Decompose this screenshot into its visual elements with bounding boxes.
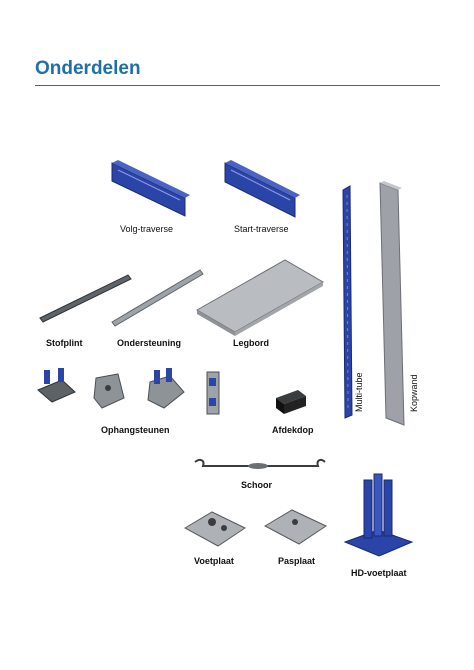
- label-legbord: Legbord: [233, 338, 269, 348]
- legbord-image: [195, 259, 325, 336]
- label-pasplaat: Pasplaat: [278, 556, 316, 566]
- schoor-image: [194, 458, 326, 469]
- ondersteuning-image: [111, 269, 204, 327]
- label-ophangsteunen: Ophangsteunen: [101, 425, 170, 435]
- kopwand-image: [379, 181, 405, 426]
- label-kopwand: Kopwand: [409, 374, 419, 412]
- hd-voetplaat-image: [343, 473, 414, 557]
- stofplint-image: [39, 274, 132, 323]
- label-hd-voetplaat: HD-voetplaat: [351, 568, 407, 578]
- page-title: Onderdelen: [35, 58, 141, 79]
- label-afdekdop: Afdekdop: [272, 425, 314, 435]
- ophangsteun-2-image: [93, 373, 125, 409]
- afdekdop-image: [276, 390, 306, 414]
- volg-traverse-image: [111, 160, 190, 217]
- label-stofplint: Stofplint: [46, 338, 83, 348]
- ophangsteun-4-image: [206, 371, 220, 415]
- label-start-traverse: Start-traverse: [234, 224, 289, 234]
- ophangsteun-3-image: [147, 368, 185, 409]
- title-divider: [35, 85, 440, 86]
- label-voetplaat: Voetplaat: [194, 556, 234, 566]
- ophangsteun-1-image: [37, 368, 76, 403]
- label-volg-traverse: Volg-traverse: [120, 224, 174, 234]
- start-traverse-image: [224, 160, 300, 218]
- voetplaat-image: [183, 511, 247, 547]
- label-schoor: Schoor: [241, 480, 273, 490]
- pasplaat-image: [263, 509, 328, 545]
- multi-tube-image: [342, 185, 353, 419]
- label-ondersteuning: Ondersteuning: [117, 338, 182, 348]
- label-multi-tube: Multi-tube: [354, 372, 364, 412]
